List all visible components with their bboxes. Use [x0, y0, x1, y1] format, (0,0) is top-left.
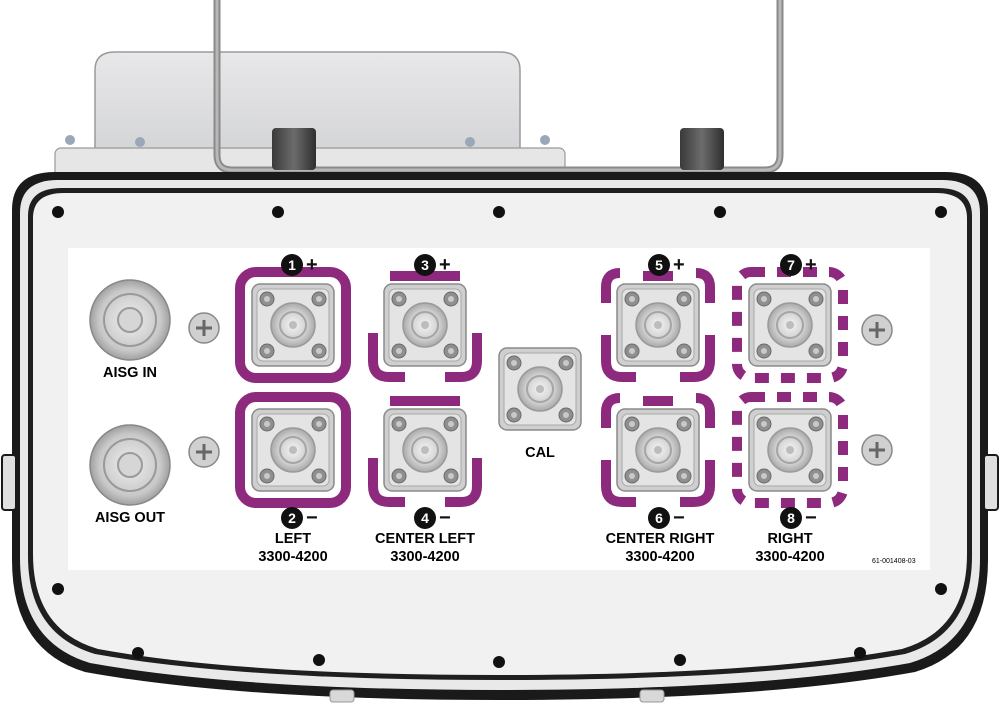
port-number: 2: [281, 507, 303, 529]
port-badge-8: 8−: [780, 507, 817, 529]
port-polarity: +: [306, 254, 318, 276]
port-color-markers: [235, 267, 848, 508]
port-connectors: [251, 283, 832, 492]
port-badge-6: 6−: [648, 507, 685, 529]
port-8-connector: [748, 408, 832, 492]
cal-connector: [498, 347, 582, 431]
aisg-out-connector: [89, 424, 171, 506]
top-connector-left: [272, 128, 316, 170]
port-polarity: +: [673, 254, 685, 276]
left-band-range: 3300-4200: [258, 549, 328, 565]
port-4-connector: [383, 408, 467, 492]
port-polarity: −: [805, 507, 817, 529]
center-right-band-range: 3300-4200: [625, 549, 695, 565]
port-number: 6: [648, 507, 670, 529]
port-number: 1: [281, 254, 303, 276]
mounting-holes: [52, 206, 947, 668]
port-badge-1: 1+: [281, 254, 318, 276]
port-polarity: −: [306, 507, 318, 529]
port-polarity: −: [673, 507, 685, 529]
center-left-band-label: CENTER LEFT: [375, 531, 475, 547]
port-5-connector: [616, 283, 700, 367]
port-number: 3: [414, 254, 436, 276]
right-band-label: RIGHT: [767, 531, 813, 547]
center-right-band-label: CENTER RIGHT: [605, 531, 715, 547]
mounting-bracket: [213, 0, 784, 174]
port-badge-5: 5+: [648, 254, 685, 276]
port-7-connector: [748, 283, 832, 367]
aisg-in-connector: [89, 279, 171, 361]
cal-label: CAL: [525, 445, 555, 461]
port-badge-2: 2−: [281, 507, 318, 529]
port-1-connector: [251, 283, 335, 367]
port-number: 7: [780, 254, 802, 276]
port-number: 5: [648, 254, 670, 276]
aisg-in-label: AISG IN: [103, 365, 157, 381]
port-badge-4: 4−: [414, 507, 451, 529]
port-number: 4: [414, 507, 436, 529]
port-6-connector: [616, 408, 700, 492]
port-number: 8: [780, 507, 802, 529]
port-badge-3: 3+: [414, 254, 451, 276]
port-badge-7: 7+: [780, 254, 817, 276]
right-band-range: 3300-4200: [755, 549, 825, 565]
port-polarity: +: [805, 254, 817, 276]
ground-screws: [188, 312, 893, 468]
top-connector-right: [680, 128, 724, 170]
left-band-label: LEFT: [274, 531, 312, 547]
port-2-connector: [251, 408, 335, 492]
port-3-connector: [383, 283, 467, 367]
aisg-out-label: AISG OUT: [94, 510, 166, 526]
center-left-band-range: 3300-4200: [390, 549, 460, 565]
port-polarity: +: [439, 254, 451, 276]
part-number: 61-001408-03: [872, 558, 916, 565]
port-polarity: −: [439, 507, 451, 529]
